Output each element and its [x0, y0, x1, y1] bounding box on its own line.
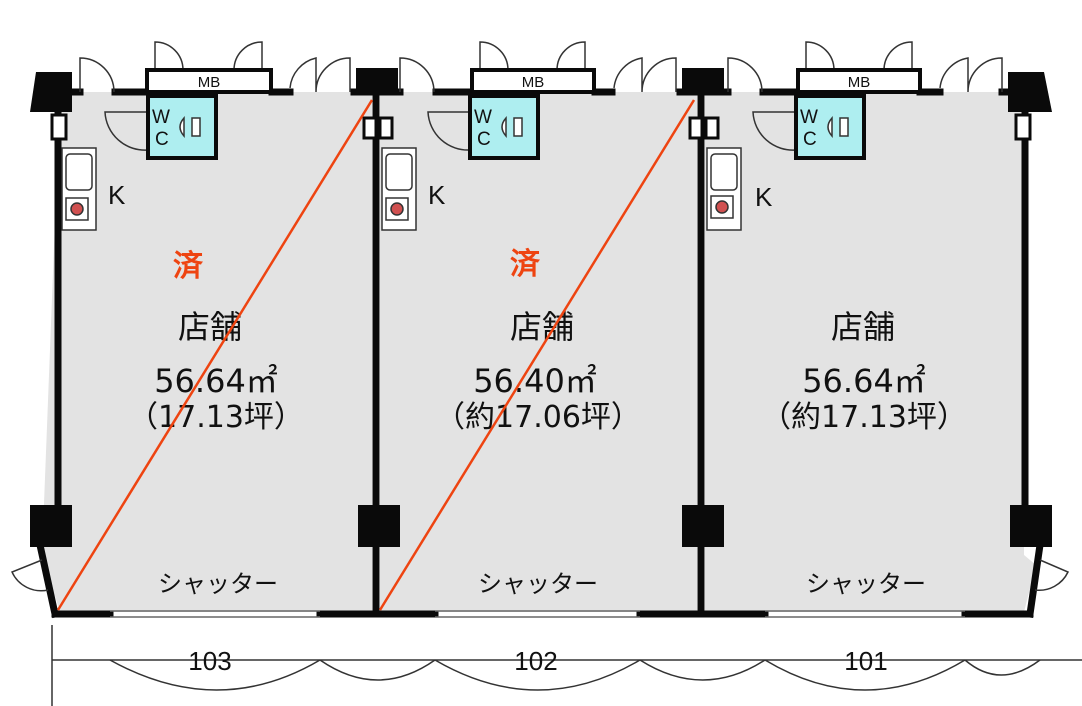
unit-101-kitchen-label: K: [755, 182, 773, 212]
unit-101-mb-label: MB: [848, 74, 871, 91]
small-windows: [50, 113, 1032, 141]
unit-102-shutter-label: シャッター: [478, 570, 598, 598]
unit-101-use: 店舗: [831, 308, 895, 346]
unit-103-area-tsubo: （17.13坪）: [128, 400, 304, 435]
unit-103-wc-w: W: [152, 107, 170, 128]
unit-102-wc-w: W: [474, 107, 492, 128]
unit-101-area-tsubo: （約17.13坪）: [761, 400, 967, 435]
floor-unit-103: [42, 92, 372, 612]
unit-101-wc-w: W: [800, 107, 818, 128]
columns: [30, 68, 1052, 547]
unit-101-shutter-label: シャッター: [806, 570, 926, 598]
unit-103-number: 103: [188, 646, 231, 676]
unit-102-use: 店舗: [510, 308, 574, 346]
floor-unit-101: [705, 92, 1036, 612]
unit-102-number: 102: [514, 646, 557, 676]
unit-103-area-m2: 56.64㎡: [154, 362, 278, 400]
unit-102-sold-mark: 済: [510, 247, 541, 282]
mb-boxes: [145, 68, 922, 94]
unit-103-wc-c: C: [155, 129, 169, 150]
unit-103-kitchen-label: K: [108, 180, 126, 210]
doors: [10, 41, 1070, 592]
unit-102-sold-strike: [378, 99, 696, 611]
unit-102-kitchen-label: K: [428, 180, 446, 210]
unit-101-wc-c: C: [803, 129, 817, 150]
kitchen-counters: [61, 147, 742, 231]
unit-103-shutter-label: シャッター: [158, 570, 278, 598]
unit-102-area-m2: 56.40㎡: [473, 362, 597, 400]
unit-103-sold-mark: 済: [173, 249, 204, 284]
shutters: [110, 610, 965, 618]
unit-102-wc-c: C: [477, 129, 491, 150]
unit-102-mb-label: MB: [522, 74, 545, 91]
canopy: [51, 625, 1082, 706]
unit-102-area-tsubo: （約17.06坪）: [435, 400, 641, 435]
unit-103-sold-strike: [56, 99, 374, 611]
unit-103-mb-label: MB: [198, 74, 221, 91]
toilets: [179, 116, 849, 138]
walls: [35, 86, 1044, 619]
unit-101-number: 101: [844, 646, 887, 676]
unit-101-area-m2: 56.64㎡: [802, 362, 926, 400]
